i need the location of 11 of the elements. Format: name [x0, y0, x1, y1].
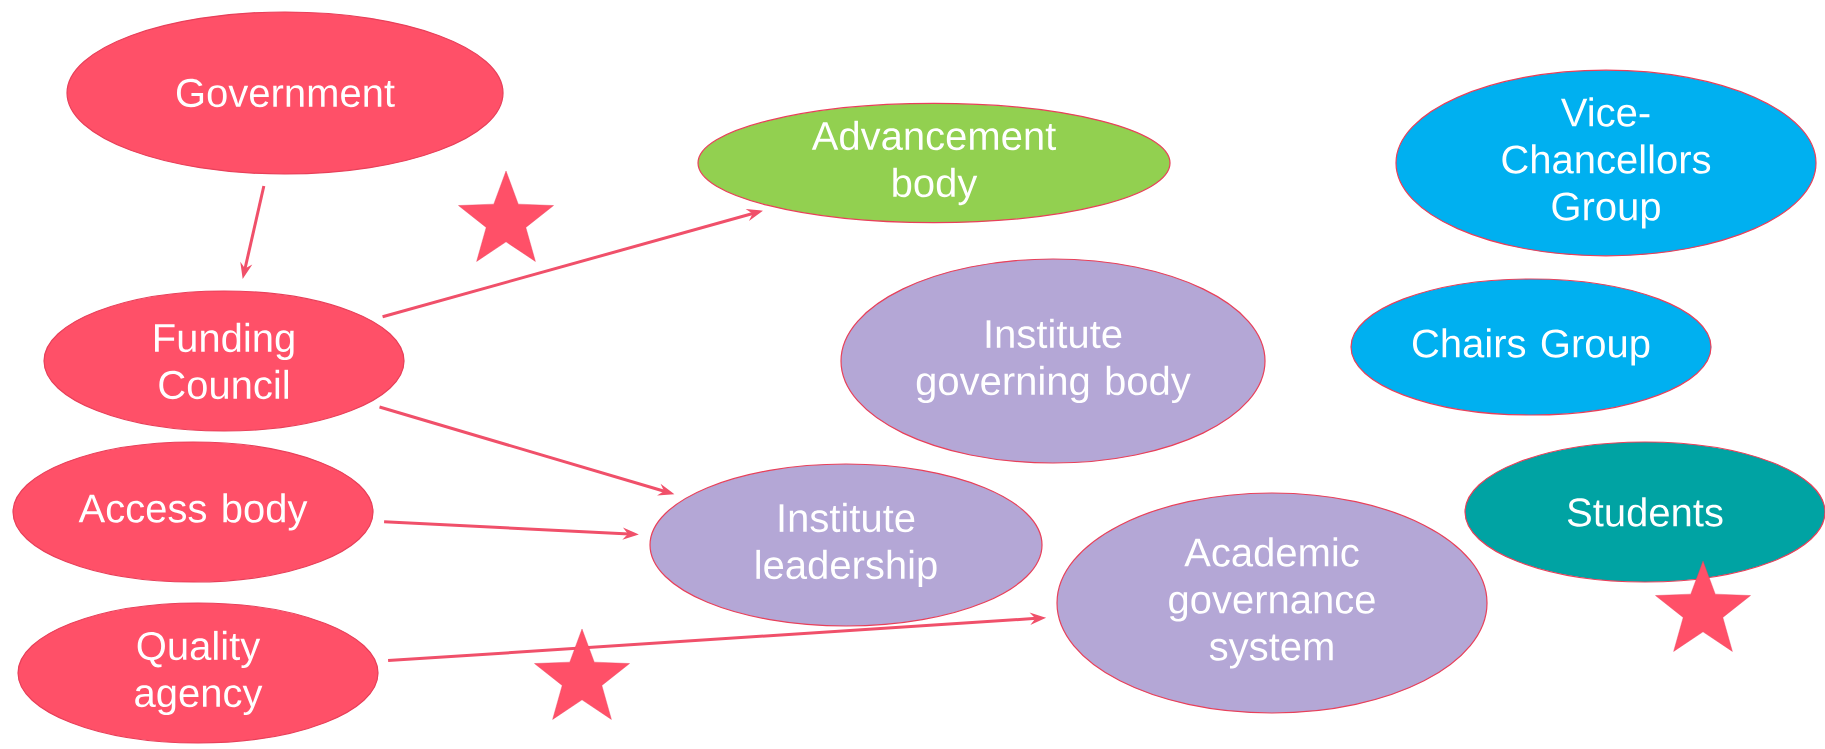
- ellipse-node: Institute governing body: [840, 258, 1266, 464]
- ellipse-node: Advancement body: [697, 102, 1171, 224]
- ellipse-node: Quality agency: [17, 602, 379, 744]
- ellipse-node: Chairs Group: [1350, 278, 1712, 416]
- ellipse-node: Government: [66, 11, 504, 175]
- ellipse-node: Vice-Chancellors Group: [1395, 69, 1817, 257]
- ellipse-node: Funding Council: [43, 290, 405, 432]
- ellipse-node: Students: [1464, 441, 1825, 583]
- ellipse-node: Academic governance system: [1056, 492, 1488, 714]
- ellipse-node: Access body: [12, 441, 374, 583]
- ellipse-node: Institute leadership: [649, 463, 1043, 627]
